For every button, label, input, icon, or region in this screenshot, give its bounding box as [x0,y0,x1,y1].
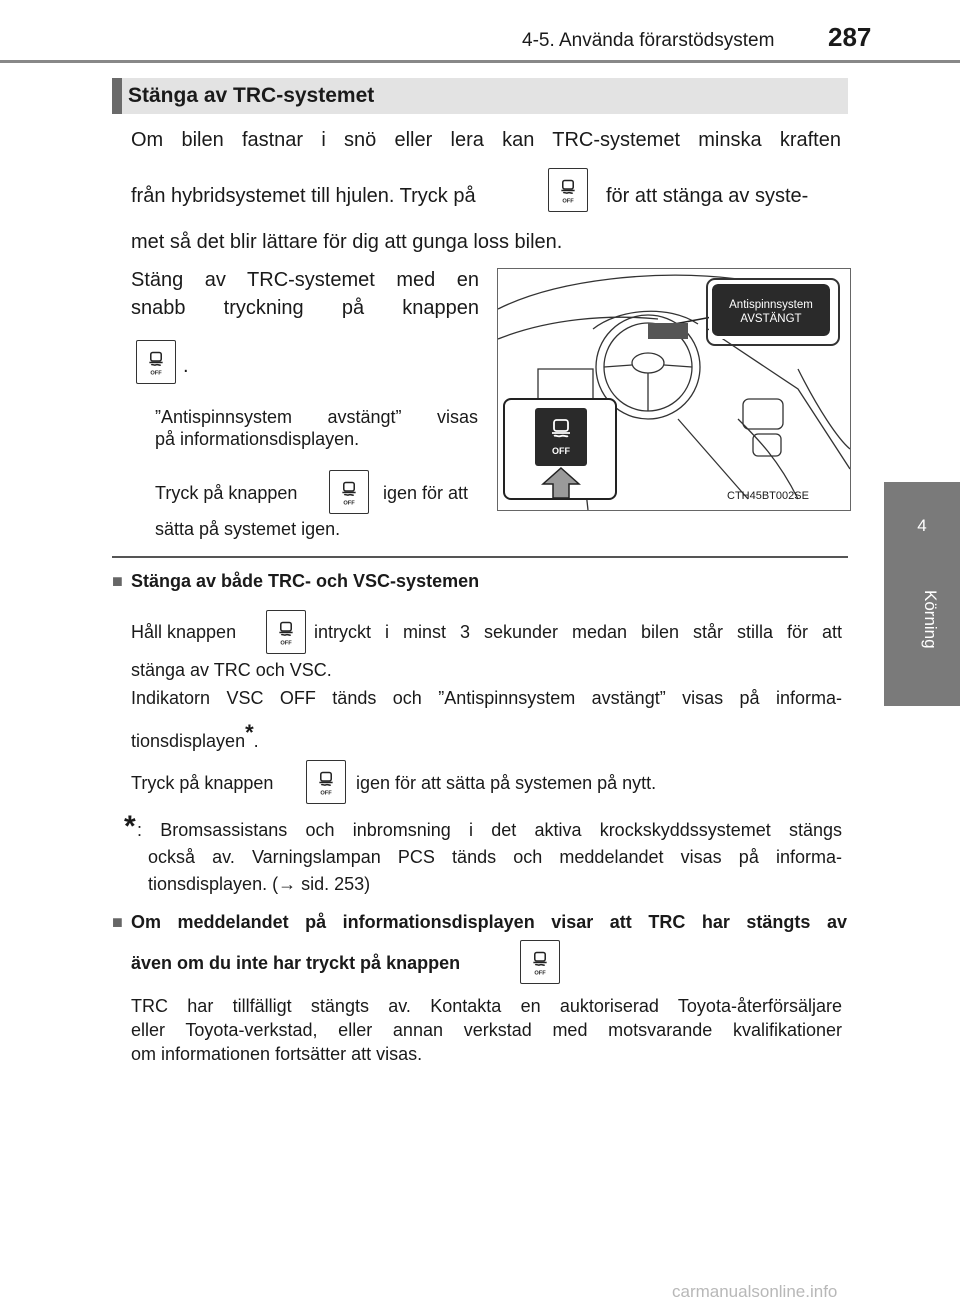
step-line-1: Stäng av TRC-systemet med en [131,269,479,291]
svg-text:OFF: OFF [534,970,546,976]
footnote-line-3: tionsdisplayen. (→ sid. 253) [148,874,371,894]
trc-off-button-icon: OFF [520,940,560,984]
note-line-1: ”Antispinnsystem avstängt” visas [155,407,478,427]
sub1-bullet: ■ [112,571,123,591]
sub1-line-3: Indikatorn VSC OFF tänds och ”Antispinns… [131,688,842,708]
svg-text:OFF: OFF [562,198,574,204]
trc-off-button-icon: OFF [306,760,346,804]
header-section-title: 4-5. Använda förarstödsystem [522,30,775,51]
note2-text-c: sätta på systemet igen. [155,519,341,539]
section-heading-bar [112,78,848,114]
svg-text:OFF: OFF [150,370,162,376]
figure-code: CTH45BT002SE [727,490,809,502]
sub1-line-1b: intryckt i minst 3 sekunder medan bilen … [314,622,842,642]
section-separator [112,556,848,558]
dashboard-drawing [497,274,851,511]
callout-line-2: AVSTÄNGT [740,313,802,326]
inset-button-label: OFF [552,446,570,456]
trc-off-button-icon: OFF [548,168,588,212]
info-display-callout: Antispinnsystem AVSTÄNGT [709,281,833,339]
button-closeup-inset: OFF [503,398,617,500]
intro-line-3: met så det blir lättare för dig att gung… [131,231,563,253]
section-heading-marker [112,78,122,114]
intro-line-2b: för att stänga av syste- [606,185,809,207]
watermark: carmanualsonline.info [672,1282,838,1301]
sub2-body-line-1: TRC har tillfälligt stängts av. Kontakta… [131,996,842,1016]
svg-text:OFF: OFF [343,500,355,506]
intro-line-2a: från hybridsystemet till hjulen. Tryck p… [131,185,476,207]
intro-line-1: Om bilen fastnar i snö eller lera kan TR… [131,129,841,151]
sub1-line-4: tionsdisplayen*. [131,720,259,751]
sub1-line-5a: Tryck på knappen [131,773,274,793]
callout-frame [706,278,840,346]
note2-text-b: igen för att [383,483,469,503]
step-line-2: snabb tryckning på knappen [131,297,479,319]
sub1-line-2: stänga av TRC och VSC. [131,660,332,680]
footnote-line-2: också av. Varningslampan PCS tänds och m… [148,847,842,867]
svg-text:OFF: OFF [320,790,332,796]
sub1-title: Stänga av både TRC- och VSC-systemen [131,571,480,591]
trc-off-button-icon: OFF [552,419,570,456]
section-title: Stänga av TRC-systemet [128,84,375,107]
sub2-title-line-2: även om du inte har tryckt på knappen [131,953,461,973]
footnote-star: * [124,810,136,843]
page-number: 287 [828,22,872,52]
sub1-line-1a: Håll knappen [131,622,237,642]
arrow-up-icon [541,466,581,499]
chapter-label: Körning [921,590,940,649]
callout-line-1: Antispinnsystem [729,299,813,311]
trc-off-button-icon: OFF [266,610,306,654]
sub2-title-line-1: Om meddelandet på informationsdisplayen … [131,912,847,932]
svg-text:OFF: OFF [280,640,292,646]
trc-off-button: OFF [535,408,587,466]
sub1-line-5b: igen för att sätta på systemen på nytt. [356,773,657,793]
trc-off-button-icon: OFF [136,340,176,384]
sub2-body-line-3: om informationen fortsätter att visas. [131,1044,423,1064]
sub2-body-line-2: eller Toyota-verkstad, eller annan verks… [131,1020,842,1040]
note-line-2: på informationsdisplayen. [155,429,360,449]
chapter-number: 4 [917,516,927,535]
footnote-line-1: : Bromsassistans och inbromsning i det a… [137,820,842,840]
step-period: . [183,355,189,377]
note2-text-a: Tryck på knappen [155,483,298,503]
header-rule [0,60,960,63]
trc-off-button-icon: OFF [329,470,369,514]
sub2-bullet: ■ [112,912,123,932]
chapter-tab [884,482,960,706]
